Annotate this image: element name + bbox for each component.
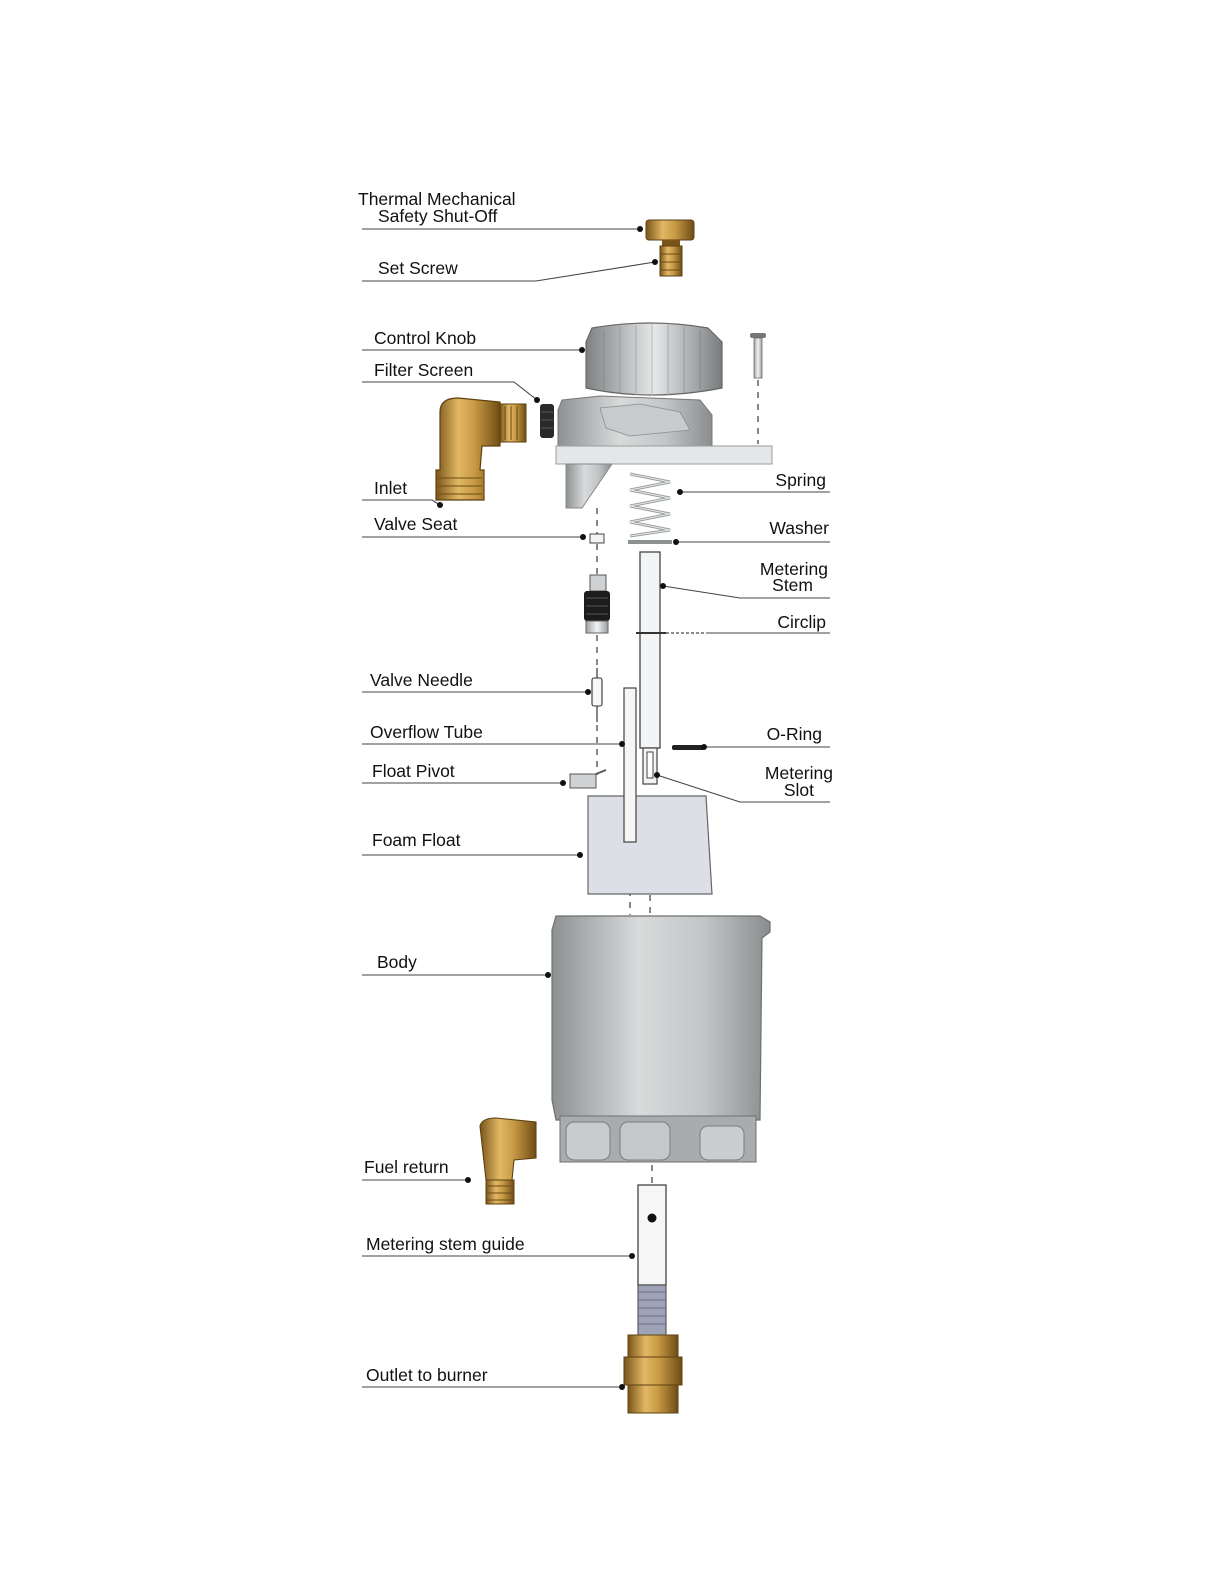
label-inlet: Inlet bbox=[374, 478, 407, 498]
control-knob-part bbox=[586, 323, 722, 396]
label-body: Body bbox=[377, 952, 417, 972]
metering-stem-guide-part bbox=[638, 1185, 666, 1335]
inlet-fitting-part bbox=[436, 398, 526, 500]
valve-needle-part bbox=[592, 668, 602, 722]
overflow-tube-part bbox=[624, 688, 636, 842]
washer-part bbox=[628, 540, 672, 544]
foam-float-part bbox=[588, 796, 712, 894]
label-foam-float: Foam Float bbox=[372, 830, 461, 850]
float-pivot-part bbox=[570, 770, 606, 788]
label-fuel-return: Fuel return bbox=[364, 1157, 449, 1177]
thermal-shutoff-part bbox=[646, 220, 694, 246]
label-overflow-tube: Overflow Tube bbox=[370, 722, 483, 742]
label-circlip: Circlip bbox=[777, 612, 826, 632]
cover-housing-part bbox=[556, 396, 772, 508]
label-valve-needle: Valve Needle bbox=[370, 670, 473, 690]
label-set-screw: Set Screw bbox=[378, 258, 458, 278]
label-float-pivot: Float Pivot bbox=[372, 761, 455, 781]
filter-screen-part bbox=[540, 404, 554, 438]
needle-housing-part bbox=[584, 575, 610, 633]
label-metering-stem-line2: Stem bbox=[772, 575, 813, 595]
label-control-knob: Control Knob bbox=[374, 328, 476, 348]
label-metering-slot-line2: Slot bbox=[784, 780, 814, 800]
valve-seat-part bbox=[590, 534, 604, 543]
cover-screw-part bbox=[750, 333, 766, 378]
set-screw-part bbox=[660, 246, 682, 276]
body-part bbox=[552, 916, 770, 1162]
label-filter-screen: Filter Screen bbox=[374, 360, 473, 380]
label-metering-stem-guide: Metering stem guide bbox=[366, 1234, 525, 1254]
label-valve-seat: Valve Seat bbox=[374, 514, 457, 534]
label-washer: Washer bbox=[769, 518, 829, 538]
spring-part bbox=[630, 474, 670, 536]
o-ring-part bbox=[672, 745, 704, 750]
label-spring: Spring bbox=[775, 470, 826, 490]
label-thermal-shutoff-line2: Safety Shut-Off bbox=[378, 206, 497, 226]
label-o-ring: O-Ring bbox=[767, 724, 822, 744]
outlet-fitting-part bbox=[624, 1335, 682, 1413]
label-outlet-to-burner: Outlet to burner bbox=[366, 1365, 488, 1385]
fuel-return-part bbox=[480, 1118, 536, 1204]
